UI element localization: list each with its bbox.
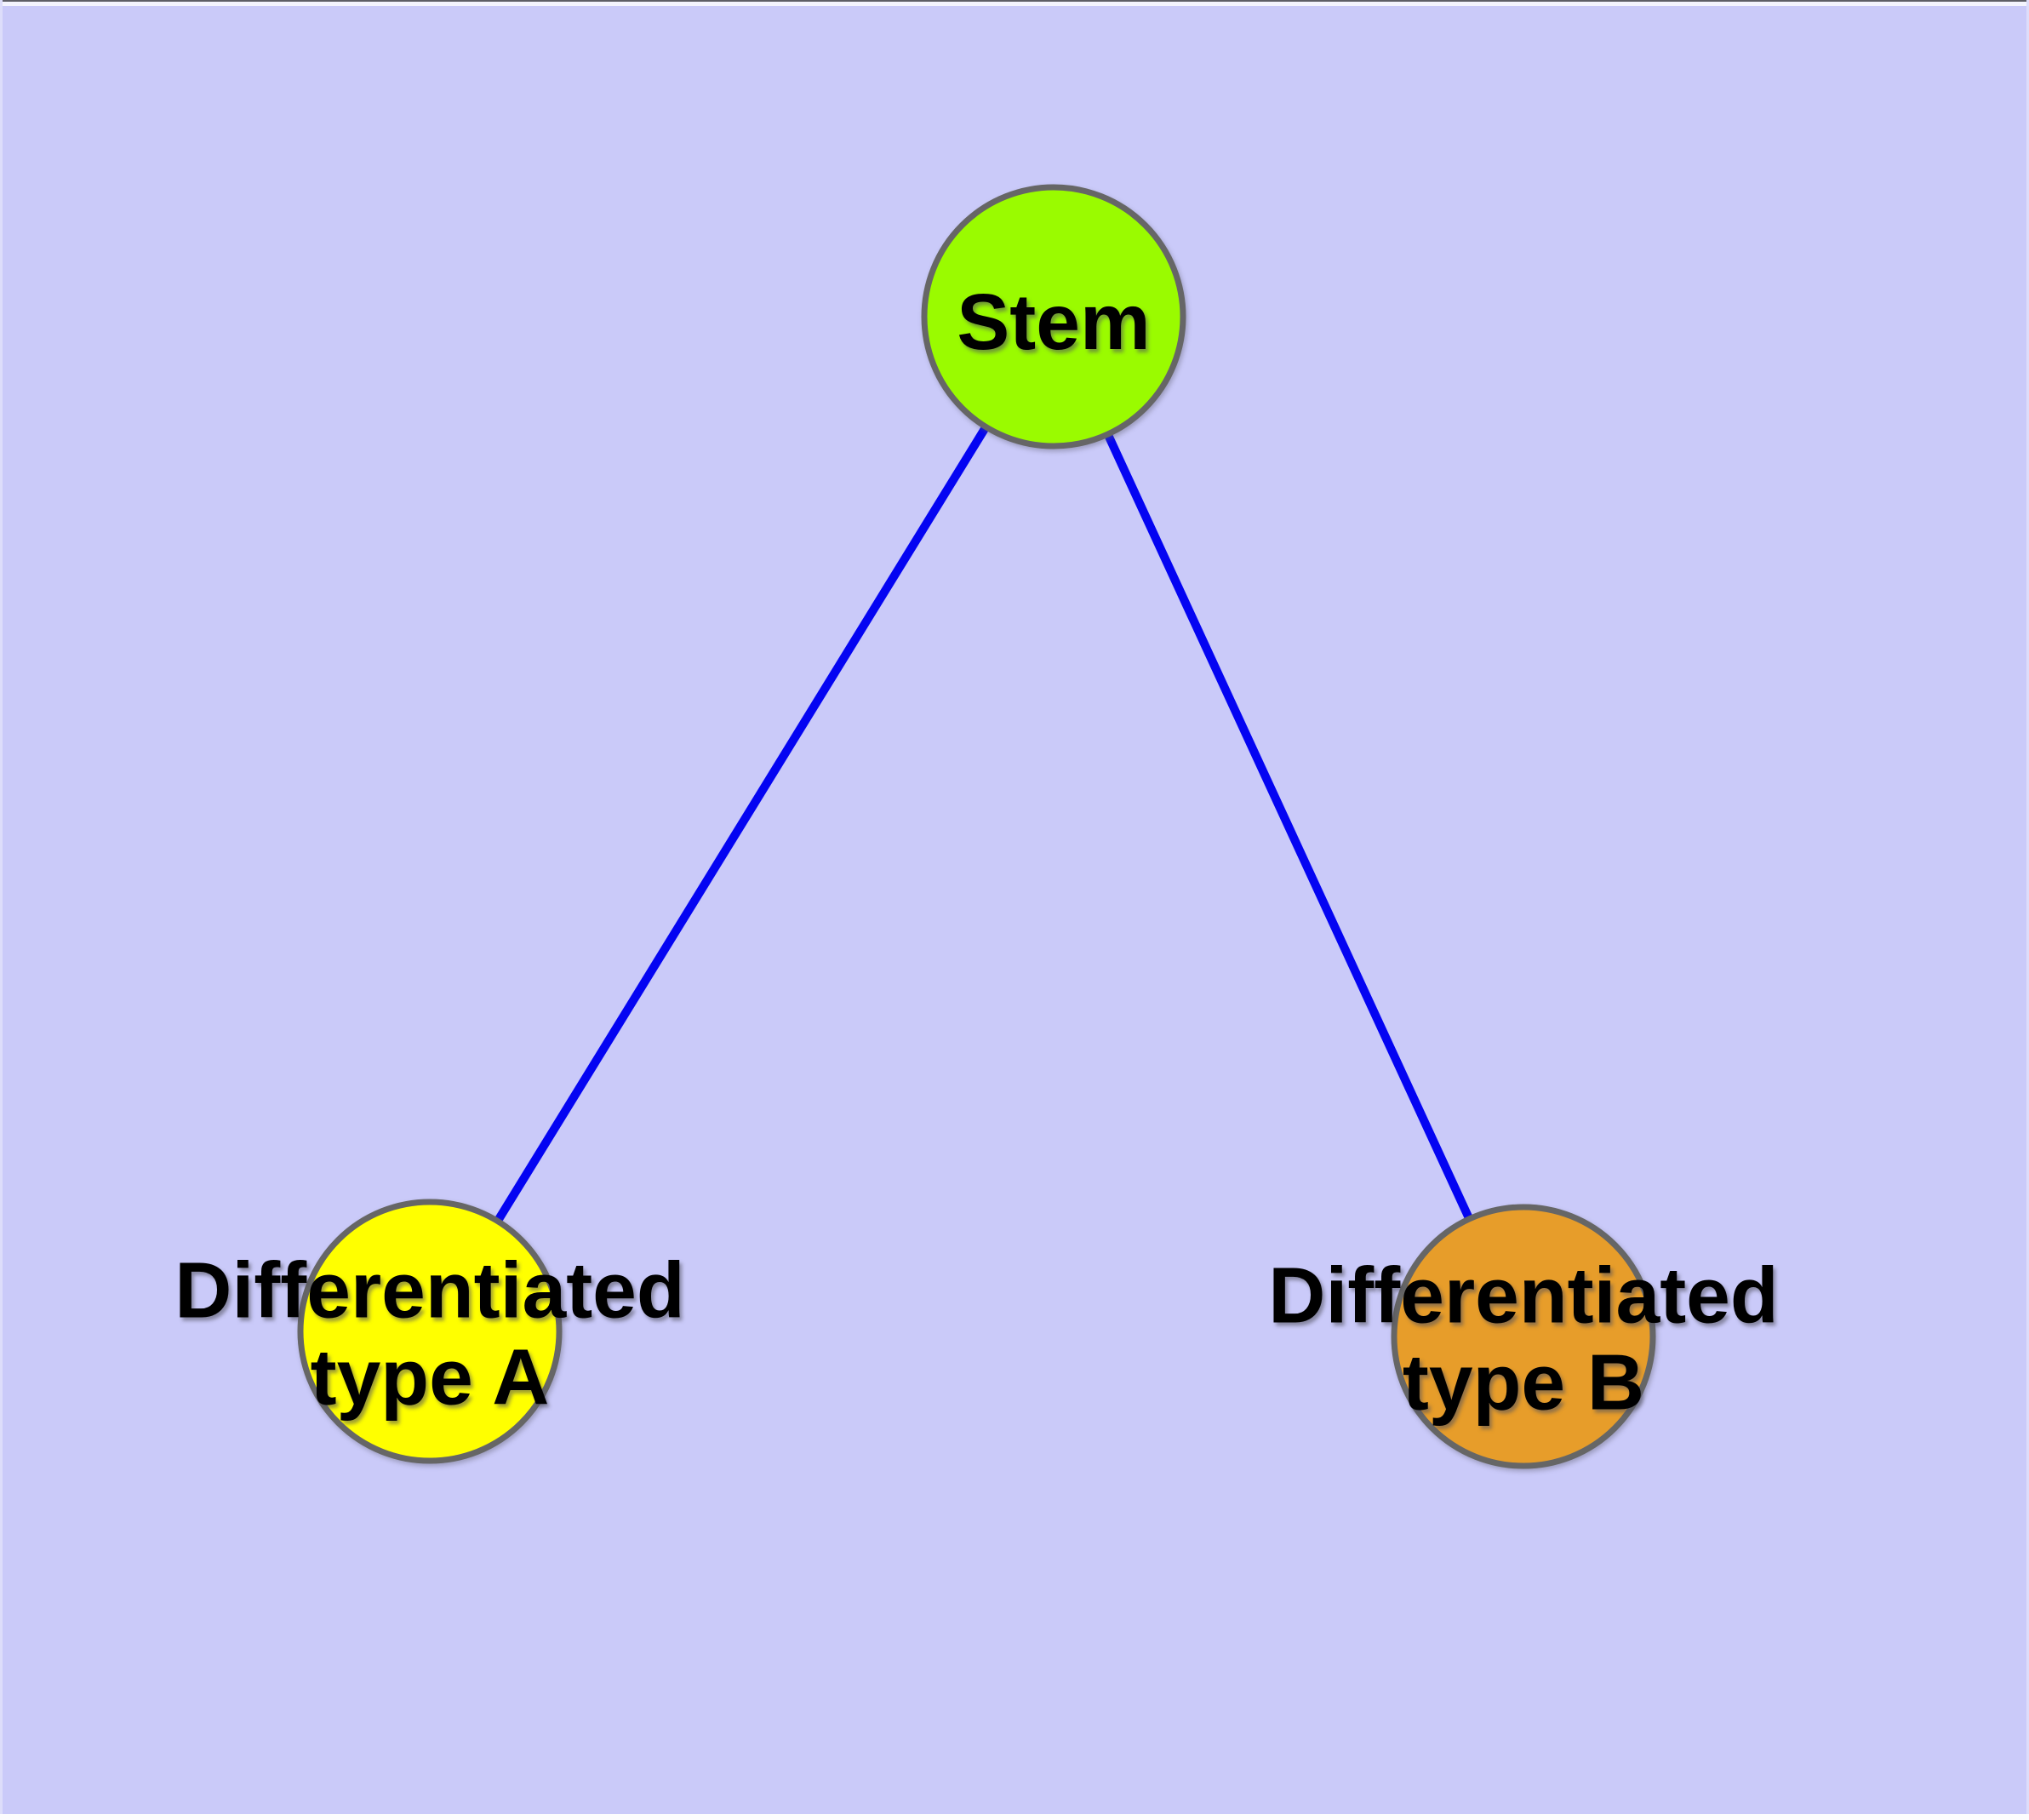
edge-stem-to-differentiated-type-a: [426, 314, 1058, 1334]
node-differentiated-type-b[interactable]: [1391, 1204, 1656, 1469]
node-label-stem: Stem: [957, 278, 1150, 366]
window-left-edge: [0, 0, 3, 1820]
window-bottom-edge: [0, 1814, 2029, 1820]
node-stem[interactable]: [921, 184, 1186, 449]
edges-layer: [426, 314, 1528, 1339]
window-top-edge: [0, 0, 2029, 6]
window-right-edge: [2026, 0, 2029, 1820]
edge-stem-to-differentiated-type-b: [1049, 314, 1528, 1339]
node-differentiated-type-a[interactable]: [297, 1199, 563, 1464]
nodes-layer: [297, 184, 1656, 1469]
